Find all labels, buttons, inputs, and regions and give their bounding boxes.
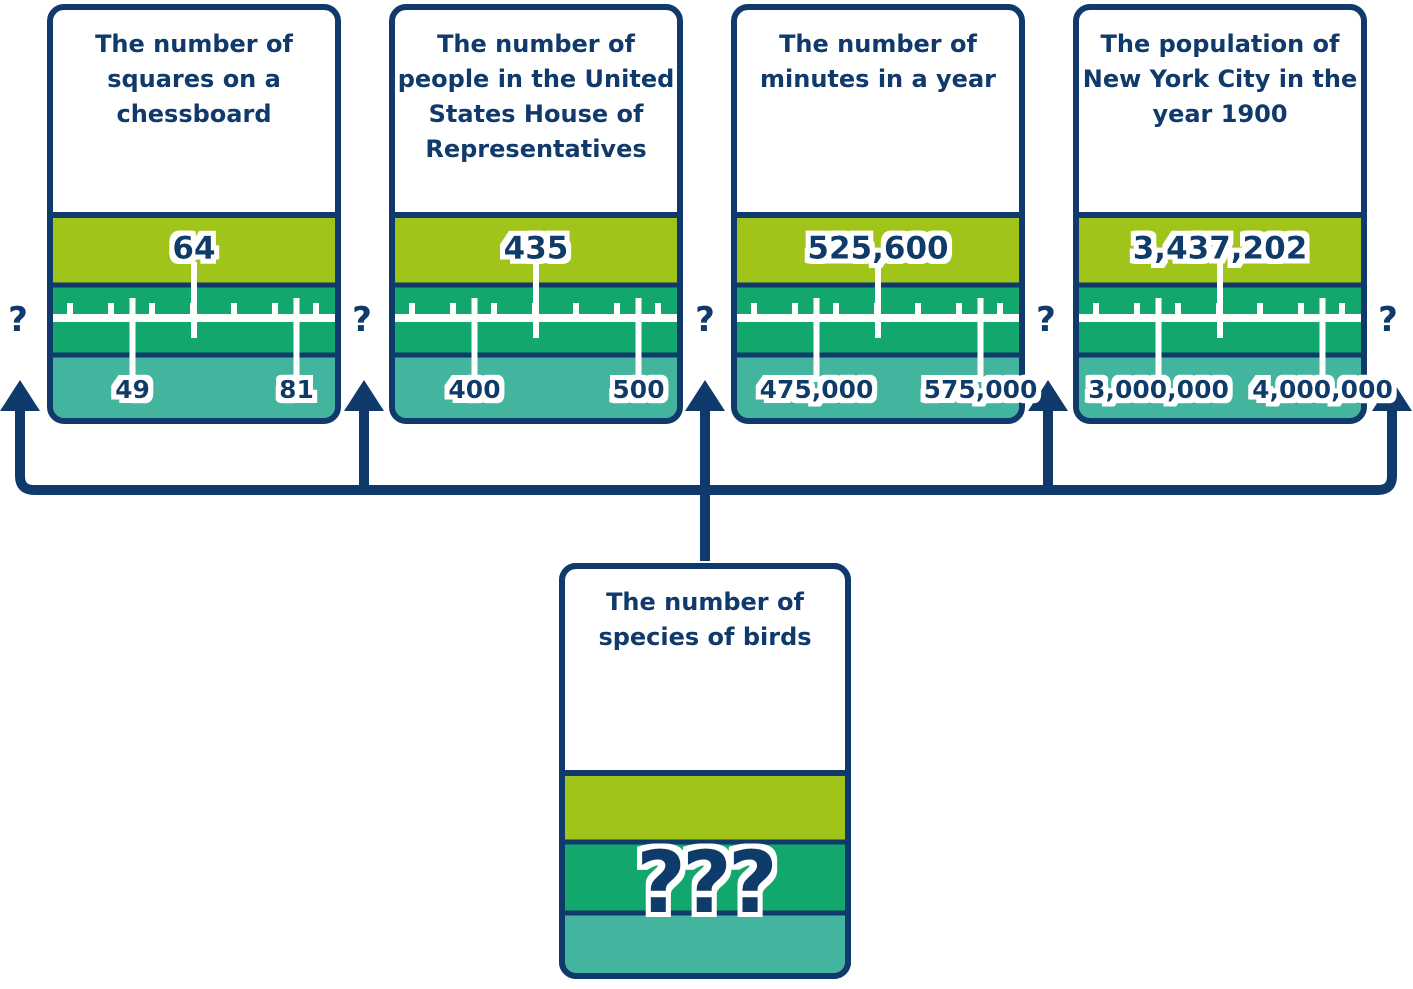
estimation-card: The number of squares on a chessboard 64 49 8… xyxy=(47,4,341,424)
bounds-band xyxy=(395,355,677,418)
card-title-line: New York City in the xyxy=(1083,65,1358,93)
card-title-line: squares on a xyxy=(107,65,281,93)
card-upper-bound-label: 575,000 xyxy=(924,375,1038,404)
gap-question-mark: ? xyxy=(352,300,372,340)
bounds-band xyxy=(53,355,335,418)
card-upper-bound-label: 4,000,000 xyxy=(1252,375,1393,404)
card-lower-bound-label: 400 xyxy=(448,375,500,404)
arrowhead-icon xyxy=(1372,380,1412,411)
bounds-band xyxy=(1079,355,1361,418)
arrowhead-icon xyxy=(685,380,725,411)
bounds-band xyxy=(737,355,1019,418)
card-value-label: 64 xyxy=(172,231,215,267)
card-lower-bound-label: 49 xyxy=(115,375,150,404)
card-value-label: 435 xyxy=(504,231,569,267)
target-card-title-line-2: species of birds xyxy=(598,623,811,651)
gap-question-mark: ? xyxy=(1036,300,1056,340)
target-card: The number of species of birds ??? xyxy=(559,563,851,979)
connector-arrows: ????? xyxy=(0,300,1412,561)
estimation-card: The number of people in the UnitedStates … xyxy=(389,4,683,424)
estimation-card: The population of New York City in the yea… xyxy=(1073,4,1393,424)
arrowhead-icon xyxy=(344,380,384,411)
card-title-line: The number of xyxy=(437,30,635,58)
card-title-line: The number of xyxy=(779,30,977,58)
card-value-label: 3,437,202 xyxy=(1133,231,1308,267)
card-row: The number of squares on a chessboard 64 49 8… xyxy=(47,4,1393,424)
target-card-title-line-1: The number of xyxy=(606,588,804,616)
card-title-line: chessboard xyxy=(116,100,271,128)
unknown-answer-marker: ??? xyxy=(636,833,774,933)
card-value-label: 525,600 xyxy=(807,231,948,267)
card-title-line: States House of xyxy=(429,100,644,128)
card-title-line: minutes in a year xyxy=(760,65,996,93)
card-title-line: people in the United xyxy=(398,65,675,93)
card-upper-bound-label: 500 xyxy=(612,375,664,404)
card-lower-bound-label: 475,000 xyxy=(760,375,874,404)
estimation-card: The number of minutes in a year 525,600 475… xyxy=(731,4,1038,424)
card-upper-bound-label: 81 xyxy=(279,375,314,404)
card-title-line: year 1900 xyxy=(1152,100,1287,128)
gap-question-mark: ? xyxy=(8,300,28,340)
card-title-line: The number of xyxy=(95,30,293,58)
arrowhead-icon xyxy=(1028,380,1068,411)
card-title-line: The population of xyxy=(1100,30,1340,58)
card-lower-bound-label: 3,000,000 xyxy=(1088,375,1229,404)
gap-question-mark: ? xyxy=(1378,300,1398,340)
gap-question-mark: ? xyxy=(695,300,715,340)
arrowhead-icon xyxy=(0,380,40,411)
card-title-line: Representatives xyxy=(425,135,646,163)
